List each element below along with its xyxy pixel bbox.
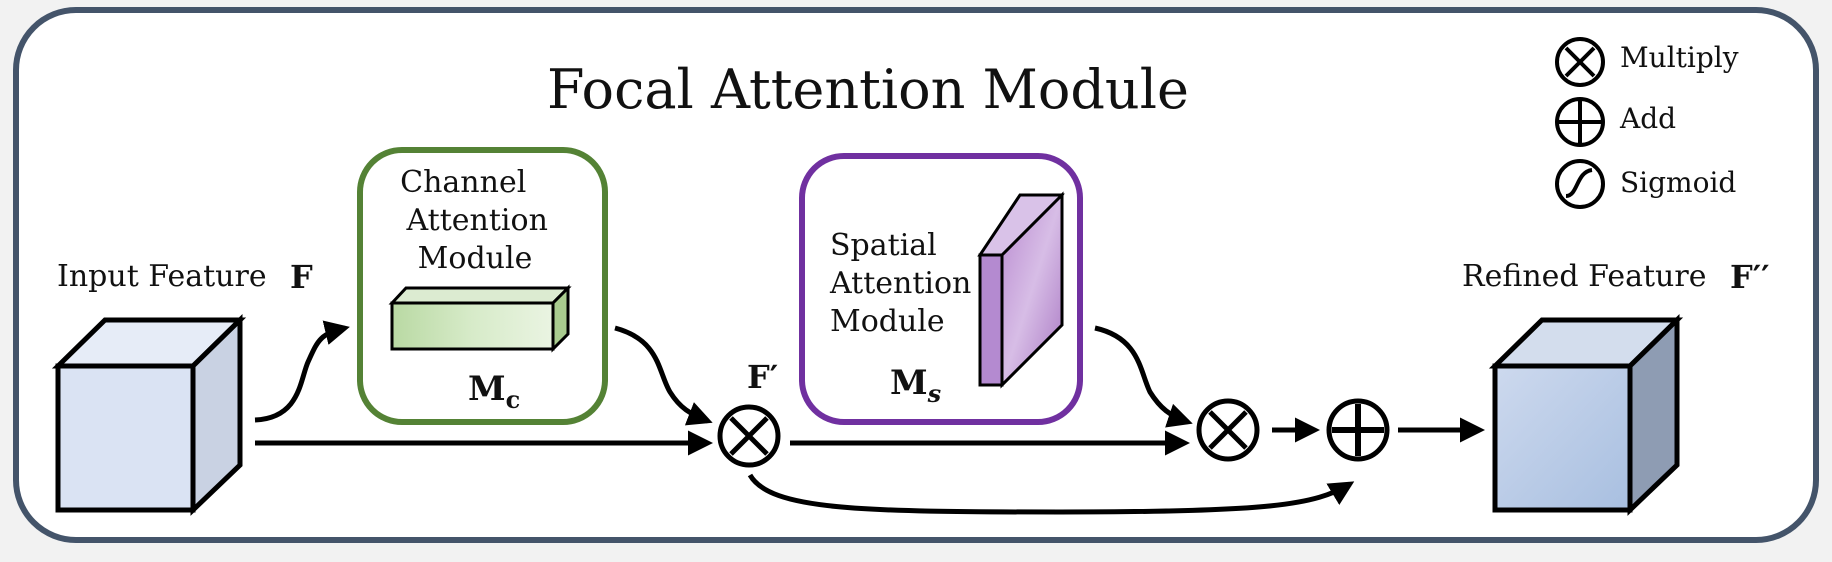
add-node (1326, 398, 1390, 462)
sigmoid-icon (1555, 159, 1605, 209)
channel-module-line-3: Module (418, 241, 533, 276)
input-feature-label: Input Feature (57, 259, 267, 294)
channel-map-symbol: Mc (468, 369, 520, 414)
spatial-map-symbol: Ms (890, 363, 942, 408)
channel-attention-module: Channel Attention Module Mc (357, 147, 608, 425)
arrow-channel-to-multiply (614, 325, 713, 426)
legend-multiply-label: Multiply (1620, 41, 1739, 74)
channel-module-line-2: Attention (406, 203, 548, 238)
arrow-input-to-channel (254, 320, 350, 423)
arrow-spatial-to-multiply (1094, 325, 1193, 428)
add-icon (1555, 97, 1605, 147)
flow-arrows (254, 320, 1485, 515)
multiply-node-2 (1196, 398, 1260, 462)
multiply-icon (1555, 37, 1605, 87)
legend-add-label: Add (1619, 102, 1676, 135)
svg-text:Spatial Attention: Spatial Attention Module (829, 228, 981, 339)
refined-feature-label: Refined Feature (1462, 259, 1706, 294)
refined-feature-symbol: F′′ (1730, 258, 1770, 296)
spatial-module-line-3: Module (830, 304, 945, 339)
channel-attention-bar (388, 284, 572, 353)
input-feature-cube (51, 314, 247, 516)
diagram-title: Focal Attention Module (547, 58, 1189, 121)
refined-feature-cube (1488, 314, 1684, 516)
spatial-attention-module: Spatial Attention Module Ms (799, 153, 1083, 425)
multiply-node-1 (717, 404, 781, 468)
legend: Multiply Add Sigmoid (1555, 37, 1739, 209)
spatial-module-line-1: Spatial (830, 228, 937, 263)
intermediate-feature-symbol: F′ (747, 358, 778, 396)
svg-text:Channel Attention: Channel Attention Module (400, 165, 557, 276)
spatial-module-line-2: Attention (829, 266, 971, 301)
spatial-attention-slab (977, 191, 1065, 389)
arrow-skip-to-add (747, 473, 1355, 515)
legend-sigmoid-label: Sigmoid (1620, 166, 1736, 199)
input-feature-symbol: F (290, 258, 313, 296)
channel-module-line-1: Channel (400, 165, 526, 200)
